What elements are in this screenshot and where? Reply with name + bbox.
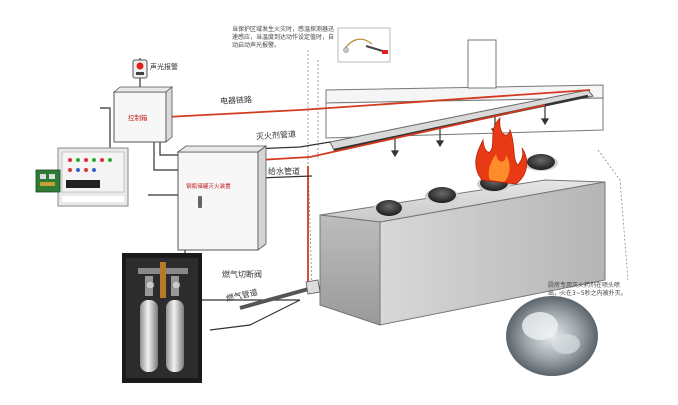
sensor-photo [337, 27, 391, 63]
guide-lines [307, 50, 629, 300]
label-electrical-link: 电器链路 [219, 95, 253, 106]
note-bottom: 厨房专用灭火药剂在喷头喷出，火在3~5秒之内被扑灭。 [548, 282, 627, 298]
gas-valve [305, 279, 321, 295]
cylinders-photo [122, 253, 202, 383]
exhaust-duct [467, 39, 497, 89]
control-box [113, 91, 167, 143]
suppression-cabinet [177, 151, 259, 251]
label-water-pipe: 给水管道 [268, 167, 300, 176]
cylinder-right [166, 300, 184, 372]
smoke-photo [506, 296, 598, 376]
red-lines [165, 89, 591, 290]
label-alarm: 声光报警 [150, 63, 178, 71]
cylinder-left [140, 300, 158, 372]
flame-core [488, 154, 510, 182]
flame [475, 116, 528, 185]
note-top: 当保护区域发生火灾时，感温探测器迅速感应，当温度到达动作设定值时，自动启动声光报… [232, 26, 335, 50]
label-gas-valve: 燃气切断阀 [222, 270, 262, 279]
cabinet-handle [198, 196, 202, 208]
hood-filter [329, 89, 594, 151]
label-cabinet: 钢瓶储罐灭火装置 [186, 184, 231, 190]
counter-side [319, 214, 381, 326]
gas-pipe [239, 286, 313, 310]
label-control-box: 控制箱 [128, 114, 148, 122]
control-panel-photo [35, 147, 129, 207]
circuit-board [35, 169, 61, 193]
counter-front [379, 181, 606, 326]
alarm-light [136, 62, 144, 70]
